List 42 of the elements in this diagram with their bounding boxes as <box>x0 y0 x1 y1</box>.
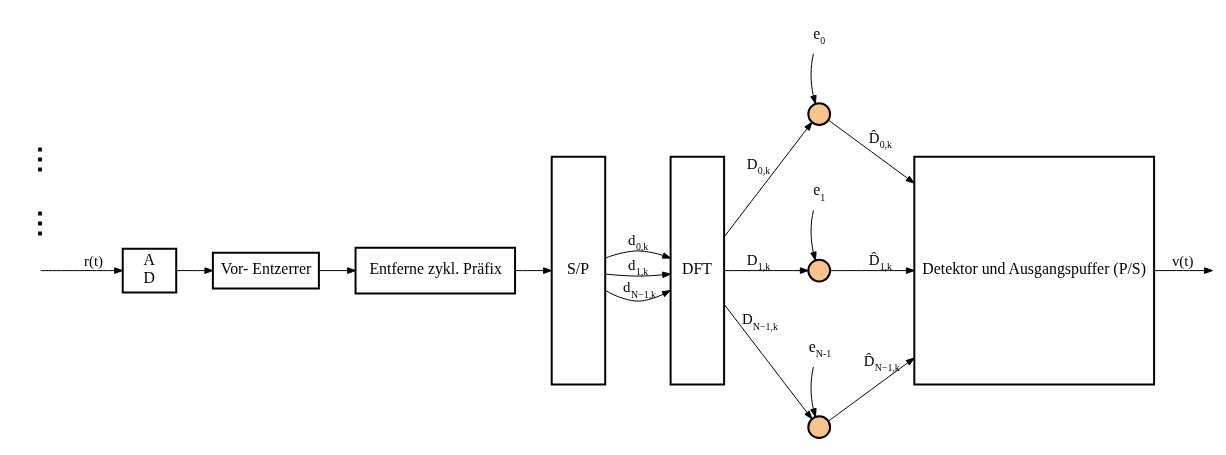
node-circle <box>807 258 832 282</box>
edge-label: d$_{0,k}$ <box>628 231 649 252</box>
edge-label: r(t) <box>84 252 104 269</box>
arrow <box>604 271 672 278</box>
arrow <box>1153 266 1213 274</box>
arrow <box>723 303 813 419</box>
arrow <box>318 266 357 274</box>
arrow <box>605 289 671 302</box>
node-text: e$_{N-1}$ <box>808 337 832 359</box>
node-text: e$_{0}$ <box>813 24 826 46</box>
arrow <box>828 119 915 184</box>
label: ⋮ <box>26 206 55 238</box>
node-box: Entferne zykl. Präfix <box>354 246 517 294</box>
arrow <box>604 249 672 259</box>
arrow <box>723 121 813 237</box>
arrow <box>829 266 915 274</box>
edge-label: D$_{1,k}$ <box>746 251 771 272</box>
edge-label: d$_{1,k}$ <box>628 256 649 277</box>
arrow <box>175 266 214 274</box>
edge-label: v(t) <box>1171 252 1194 269</box>
arrow <box>810 365 817 417</box>
label: ⋮ <box>26 142 55 174</box>
arrow <box>828 357 915 421</box>
node-circle <box>807 414 832 439</box>
node-circle <box>807 101 832 126</box>
arrow <box>810 52 817 104</box>
edge-label: D$_{0,k}$ <box>746 155 771 176</box>
edge-label: D$_{N−1,k}$ <box>741 310 778 332</box>
edge-label: D̂$_{1,k}$ <box>868 251 893 272</box>
node-box: Vor- Entzerrer <box>211 251 320 289</box>
edge-label: D̂$_{N−1,k}$ <box>863 352 900 373</box>
node-box: Detektor und Ausgangspuffer (P/S) <box>913 155 1156 386</box>
arrow <box>514 266 553 274</box>
node-box: DFT <box>669 155 726 386</box>
arrow <box>810 209 817 261</box>
node-text: e$_{1}$ <box>813 180 826 203</box>
node-box: A D <box>121 247 178 293</box>
arrow <box>723 266 809 274</box>
node-box: S/P <box>550 155 607 386</box>
arrow <box>40 266 123 274</box>
edge-label: d$_{N−1,k}$ <box>623 278 657 300</box>
edge-label: D̂$_{0,k}$ <box>868 129 893 150</box>
